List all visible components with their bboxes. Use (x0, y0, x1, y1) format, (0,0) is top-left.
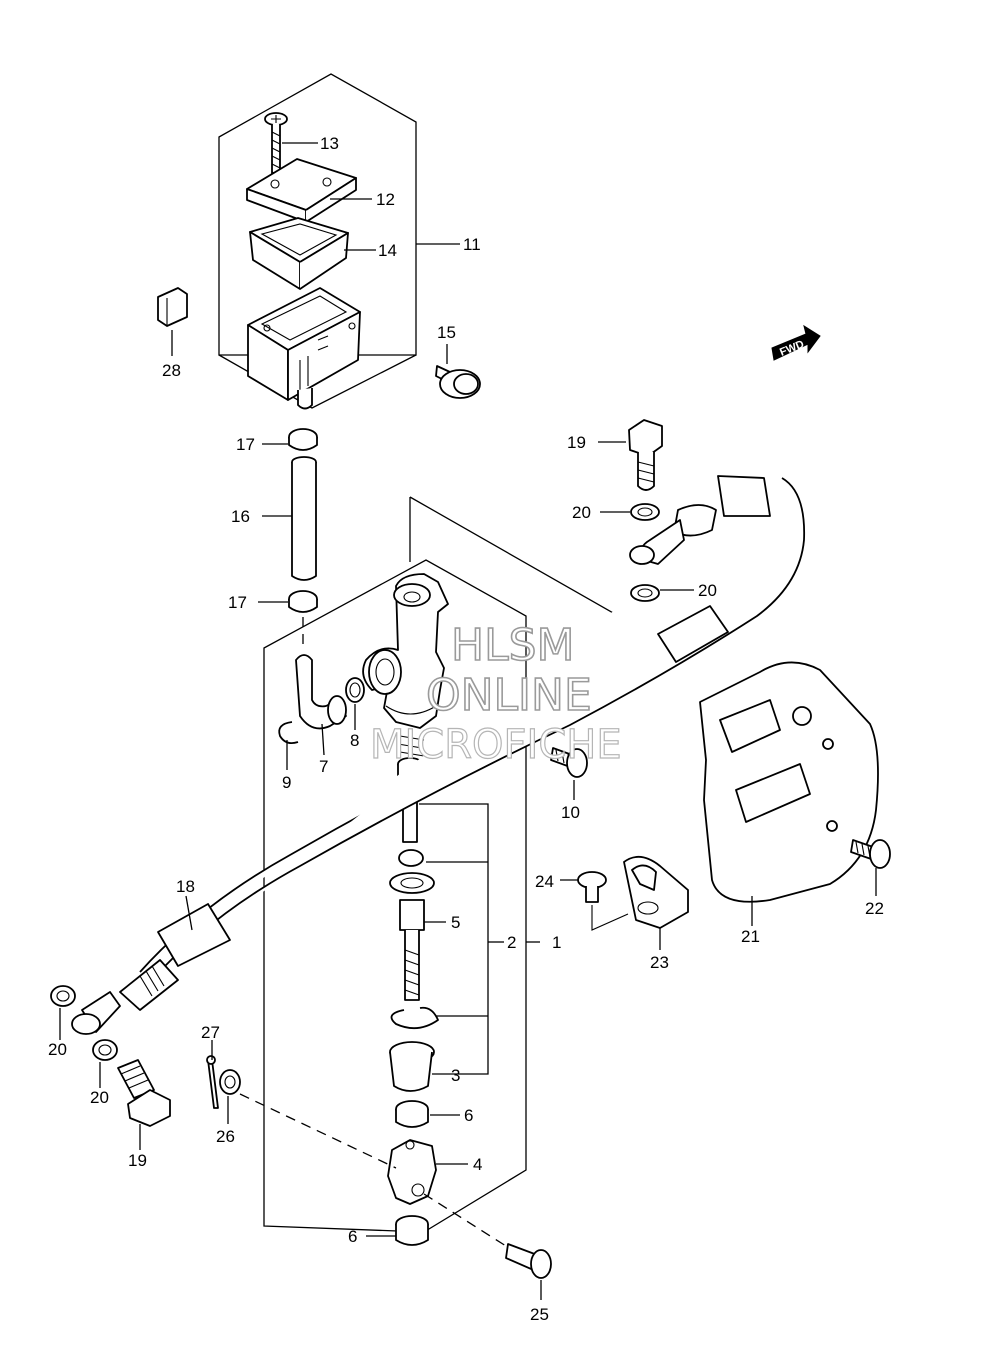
fwd-arrow-icon: FWD (771, 324, 821, 361)
fwd-label: FWD (778, 338, 806, 359)
callout-11: 11 (463, 235, 481, 254)
callout-13: 13 (320, 134, 339, 153)
union-bolt-19-upper (628, 419, 663, 491)
callout-10: 10 (561, 803, 580, 822)
diaphragm-14 (249, 217, 349, 290)
watermark: HLSM ONLINE MICROFICHE (369, 619, 622, 768)
callout-22: 22 (865, 899, 884, 918)
clevis-4 (387, 1139, 437, 1205)
bolt-15 (435, 365, 481, 399)
callout-25: 25 (530, 1305, 549, 1324)
callout-26: 26 (216, 1127, 235, 1146)
callout-19a: 19 (567, 433, 586, 452)
master-cylinder-body (362, 573, 449, 729)
pin-25 (505, 1243, 552, 1279)
washer-20-c (50, 985, 76, 1007)
nut-6-upper (395, 1100, 429, 1128)
callout-3: 3 (451, 1066, 460, 1085)
callout-21: 21 (741, 927, 760, 946)
callout-19b: 19 (128, 1151, 147, 1170)
rear-frame-outline (409, 496, 644, 631)
master-cylinder-outline (263, 559, 527, 1233)
washer-20-a (630, 503, 660, 521)
callout-17b: 17 (228, 593, 247, 612)
reservoir-body-11 (247, 287, 361, 410)
cap-28 (157, 287, 188, 327)
callout-4: 4 (473, 1155, 482, 1174)
bolt-10 (550, 747, 588, 778)
banjo-fitting-upper (629, 519, 685, 565)
callout-1: 1 (552, 933, 561, 952)
callout-28: 28 (162, 361, 181, 380)
callout-16: 16 (231, 507, 250, 526)
callout-7: 7 (319, 757, 328, 776)
callout-8: 8 (350, 731, 359, 750)
boot-3 (389, 1041, 435, 1092)
callout-9: 9 (282, 773, 291, 792)
washer-26 (219, 1069, 241, 1095)
callout-6a: 6 (464, 1106, 473, 1125)
callout-12: 12 (376, 190, 395, 209)
callout-15: 15 (437, 323, 456, 342)
callout-5: 5 (451, 913, 460, 932)
callout-17a: 17 (236, 435, 255, 454)
reservoir-assembly-outline (218, 73, 417, 356)
o-ring-8 (345, 677, 365, 703)
screw-24 (577, 871, 607, 903)
leader-lines (59, 142, 877, 1300)
brake-hose-18 (119, 475, 806, 1011)
callout-20a: 20 (572, 503, 591, 522)
callout-23: 23 (650, 953, 669, 972)
union-bolt-19-lower (117, 1059, 171, 1127)
washer-20-b (630, 584, 660, 602)
hose-16 (291, 456, 317, 581)
callout-27: 27 (201, 1023, 220, 1042)
clamp-17-upper (288, 428, 318, 451)
clamp-17-lower (288, 590, 318, 613)
callouts: 13 12 14 11 15 28 17 16 17 7 8 9 10 19 2… (48, 134, 884, 1324)
callout-2: 2 (507, 933, 516, 952)
cotter-pin-27 (206, 1055, 219, 1109)
callout-24: 24 (535, 872, 554, 891)
circlip-9 (278, 721, 299, 745)
nut-6-lower (395, 1215, 429, 1246)
callout-18: 18 (176, 877, 195, 896)
screw-22 (850, 839, 891, 869)
watermark-line2: ONLINE (426, 670, 592, 721)
callout-14: 14 (378, 241, 397, 260)
callout-20b: 20 (698, 581, 717, 600)
guard-21 (699, 661, 879, 903)
callout-6b: 6 (348, 1227, 357, 1246)
washer-20-d (92, 1039, 118, 1061)
banjo-fitting-lower (71, 991, 121, 1035)
diaphragm-plate-12 (246, 158, 357, 223)
circlip-2 (390, 1006, 439, 1030)
callout-20c: 20 (48, 1040, 67, 1059)
watermark-line3: MICROFICHE (370, 722, 622, 768)
fitting-7 (295, 654, 347, 730)
callout-20d: 20 (90, 1088, 109, 1107)
watermark-line1: HLSM (451, 620, 575, 671)
bracket-23 (623, 856, 689, 929)
